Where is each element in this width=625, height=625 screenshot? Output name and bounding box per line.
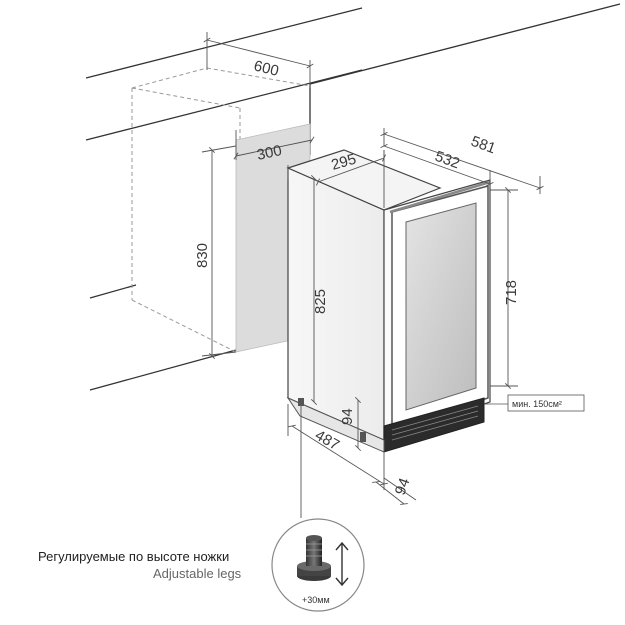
leg-range: +30мм <box>302 595 330 605</box>
dim-300-lines <box>233 130 315 160</box>
dim-600: 600 <box>252 57 280 80</box>
dim-532: 532 <box>433 148 462 173</box>
up-down-arrow-icon <box>335 541 349 587</box>
dim-600-lines <box>203 32 314 88</box>
door-glass <box>405 202 477 411</box>
adjustable-leg-detail: +30мм <box>271 518 365 612</box>
dim-295: 295 <box>329 151 358 174</box>
caption-english: Adjustable legs <box>153 566 242 581</box>
dim-94-depth-lines <box>372 477 417 505</box>
dim-94-depth: 94 <box>392 476 414 497</box>
dim-830: 830 <box>194 243 211 268</box>
dim-581-lines <box>380 128 544 194</box>
dim-825: 825 <box>312 289 329 314</box>
dim-718-lines <box>490 186 518 390</box>
dim-718: 718 <box>503 280 520 305</box>
dim-830-lines <box>201 145 237 360</box>
dim-300: 300 <box>255 142 283 164</box>
dim-581: 581 <box>469 133 498 158</box>
dim-94-vertical: 94 <box>339 408 356 425</box>
vent-slats <box>391 405 479 441</box>
vent-note: мин. 150см² <box>512 399 562 409</box>
vent-note-box <box>507 394 585 412</box>
niche-outline <box>131 67 311 353</box>
caption-russian: Регулируемые по высоте ножки <box>38 549 230 564</box>
